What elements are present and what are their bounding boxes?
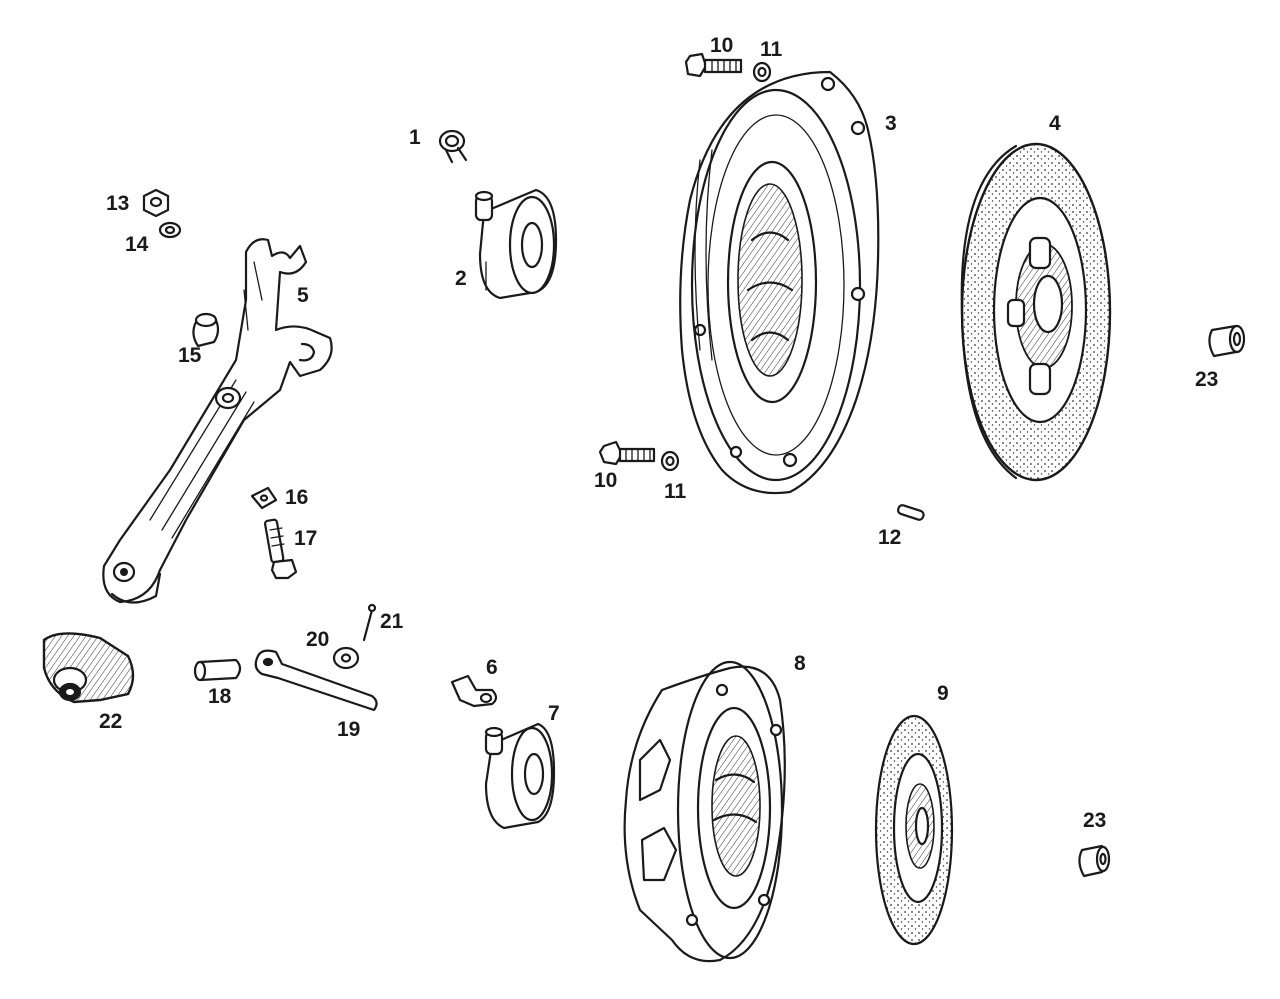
callout-16: 16 (285, 486, 308, 509)
part-19-push-rod (254, 649, 378, 712)
callout-9: 9 (937, 682, 949, 705)
part-22-rubber-boot (42, 632, 135, 704)
callout-5: 5 (297, 284, 309, 307)
part-23-bush-upper (1208, 324, 1246, 358)
part-21-split-pin (362, 603, 377, 642)
callout-labels: 1 2 3 4 5 6 7 8 9 10 10 11 11 12 13 14 1… (99, 34, 1218, 832)
callout-1: 1 (409, 126, 421, 149)
part-7-release-bearing (484, 722, 556, 830)
part-11-washer-lower (660, 450, 680, 472)
part-10-bolt-lower (598, 440, 656, 466)
callout-13: 13 (106, 192, 129, 215)
part-2-release-bearing (474, 188, 558, 300)
part-16-tab-washer (250, 486, 278, 510)
part-8-clutch-cover (623, 660, 786, 963)
callout-12: 12 (878, 526, 901, 549)
part-1-clip (438, 129, 468, 164)
part-6-clip (450, 674, 498, 708)
part-20-washer (332, 646, 360, 670)
part-4-friction-disc (960, 142, 1112, 482)
part-14-spring-washer (158, 221, 182, 239)
callout-11-lower: 11 (664, 480, 687, 503)
callout-11-upper: 11 (760, 38, 783, 61)
part-13-nut (142, 188, 170, 218)
callout-22: 22 (99, 710, 122, 733)
callout-3: 3 (885, 112, 897, 135)
callout-18: 18 (208, 685, 232, 708)
callout-6: 6 (486, 656, 498, 679)
callout-17: 17 (294, 527, 317, 550)
callout-10-lower: 10 (594, 469, 617, 492)
callout-4: 4 (1049, 112, 1061, 135)
part-5-release-fork (102, 238, 333, 604)
part-23-bush-lower (1078, 844, 1111, 878)
part-3-clutch-cover (679, 70, 880, 495)
part-17-bolt (263, 518, 298, 580)
callout-15: 15 (178, 344, 202, 367)
part-11-washer-upper (752, 61, 772, 83)
callout-2: 2 (455, 267, 467, 290)
callout-20: 20 (306, 628, 329, 651)
callout-19: 19 (337, 718, 360, 741)
callout-21: 21 (380, 610, 404, 633)
callout-10-upper: 10 (710, 34, 733, 57)
callout-23-lower: 23 (1083, 809, 1106, 832)
callout-14: 14 (125, 233, 149, 256)
callout-23-upper: 23 (1195, 368, 1218, 391)
part-15-bush (192, 312, 220, 348)
part-12-dowel (897, 504, 925, 521)
part-9-friction-disc (874, 714, 954, 946)
part-18-pin (193, 658, 242, 682)
part-10-bolt-upper (684, 52, 743, 78)
callout-8: 8 (794, 652, 806, 675)
callout-7: 7 (548, 702, 560, 725)
